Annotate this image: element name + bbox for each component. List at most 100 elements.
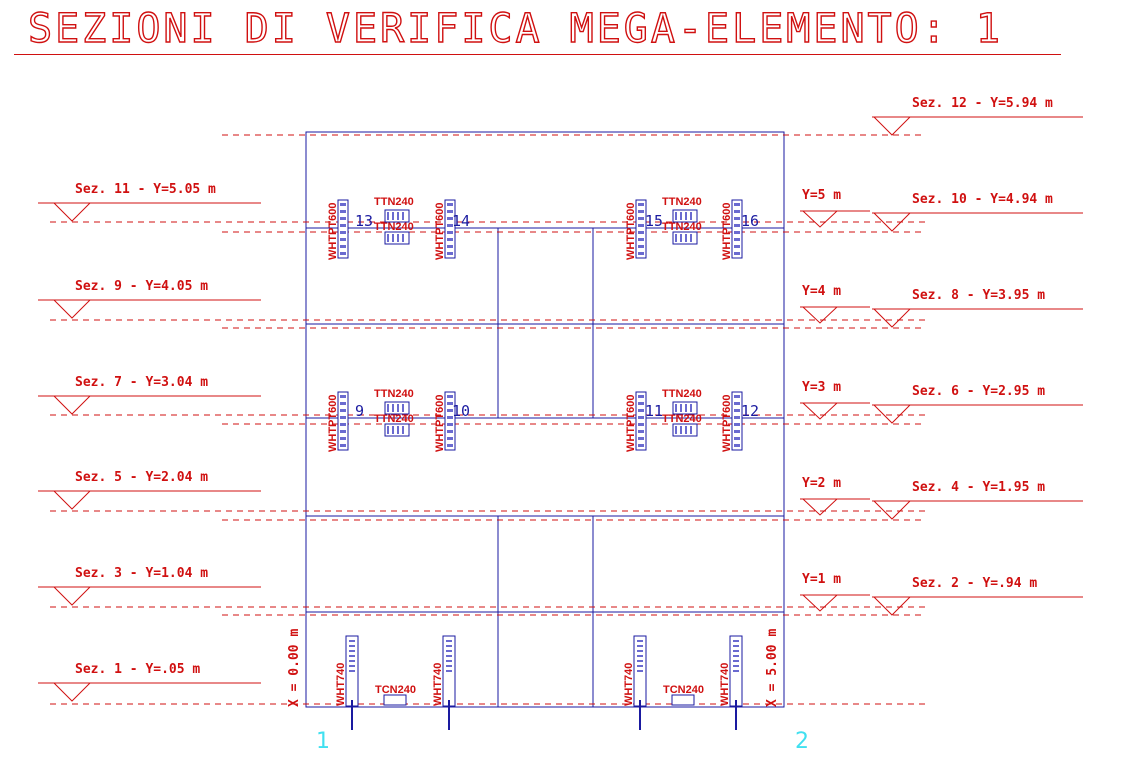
- node-number-16: 16: [741, 212, 759, 230]
- level-1-triangle-icon: [801, 594, 839, 612]
- hold-down-4-label: WHT740: [719, 663, 731, 706]
- hold-down-3-nail-row: [637, 655, 643, 657]
- floor5-whtpt-right-a-nail-row: [638, 238, 644, 241]
- floor3-whtpt-right-a-nail-row: [638, 395, 644, 398]
- section-6-marker-triangle-icon: [872, 404, 912, 424]
- hold-down-1-nail-row: [349, 645, 355, 647]
- section-label-6: Sez. 6 - Y=2.95 m: [912, 384, 1045, 399]
- hold-down-3-nail-row: [637, 665, 643, 667]
- section-5-marker-triangle-icon: [52, 490, 92, 510]
- level-label-4: Y=4 m: [802, 284, 841, 299]
- hold-down-3-label: WHT740: [623, 663, 635, 706]
- floor3-whtpt-left-a-nail-row: [340, 409, 346, 412]
- hold-down-2-nail-row: [446, 660, 452, 662]
- hold-down-1-nail-row: [349, 660, 355, 662]
- base-angle-left-body: [383, 694, 407, 706]
- hold-down-1-nail-row: [349, 640, 355, 642]
- floor5-whtpt-right-a-nail-row: [638, 210, 644, 213]
- floor3-whtpt-right-b-plate: [731, 391, 743, 451]
- floor3-whtpt-right-b-nail-row: [734, 444, 740, 447]
- floor3-whtpt-left-b-nail-row: [447, 430, 453, 433]
- floor3-whtpt-left-b-nail-row: [447, 437, 453, 440]
- section-label-7: Sez. 7 - Y=3.04 m: [75, 375, 208, 390]
- floor5-whtpt-left-a-nail-row: [340, 203, 346, 206]
- floor5-whtpt-left-a-nail-row: [340, 238, 346, 241]
- floor5-whtpt-right-b-nail-row: [734, 210, 740, 213]
- base-angle-right-body: [671, 694, 695, 706]
- section-9-marker-triangle-icon: [52, 299, 92, 319]
- floor5-whtpt-right-b-nail-row: [734, 224, 740, 227]
- hold-down-3-nail-row: [637, 670, 643, 672]
- floor5-whtpt-right-b-nail-row: [734, 203, 740, 206]
- hold-down-1-label: WHT740: [335, 663, 347, 706]
- floor5-whtpt-right-a-label: WHTPT600: [625, 203, 637, 260]
- floor5-whtpt-right-b-label: WHTPT600: [721, 203, 733, 260]
- level-label-3: Y=3 m: [802, 380, 841, 395]
- floor3-whtpt-right-a-label: WHTPT600: [625, 395, 637, 452]
- section-label-8: Sez. 8 - Y=3.95 m: [912, 288, 1045, 303]
- floor5-whtpt-left-a-plate: [337, 199, 349, 259]
- floor5-whtpt-left-b-nail-row: [447, 231, 453, 234]
- floor5-whtpt-left-b-nail-row: [447, 203, 453, 206]
- hold-down-3-nail-row: [637, 650, 643, 652]
- floor3-whtpt-right-b-nail-row: [734, 409, 740, 412]
- hold-down-2-nail-row: [446, 670, 452, 672]
- floor3-ttn-left-label-mid: TTN240: [374, 413, 414, 425]
- floor5-whtpt-right-b-nail-row: [734, 245, 740, 248]
- level-5-triangle-icon: [801, 210, 839, 228]
- level-label-1: Y=1 m: [802, 572, 841, 587]
- hold-down-4-nail-row: [733, 660, 739, 662]
- floor3-whtpt-left-a-nail-row: [340, 416, 346, 419]
- hold-down-2-nail-row: [446, 655, 452, 657]
- floor3-whtpt-right-a-nail-row: [638, 409, 644, 412]
- floor5-whtpt-left-b-label: WHTPT600: [434, 203, 446, 260]
- floor3-whtpt-right-a-plate: [635, 391, 647, 451]
- floor5-whtpt-left-a-nail-row: [340, 217, 346, 220]
- section-label-1: Sez. 1 - Y=.05 m: [75, 662, 200, 677]
- floor5-whtpt-left-a-nail-row: [340, 245, 346, 248]
- axis-label-x5: X = 5.00 m: [765, 629, 780, 707]
- floor5-ttn-left-label-top: TTN240: [374, 196, 414, 208]
- section-3-marker-triangle-icon: [52, 586, 92, 606]
- node-number-15: 15: [645, 212, 663, 230]
- level-label-5: Y=5 m: [802, 188, 841, 203]
- floor3-whtpt-right-b-nail-row: [734, 402, 740, 405]
- floor5-whtpt-right-b-nail-row: [734, 231, 740, 234]
- section-11-marker-triangle-icon: [52, 202, 92, 222]
- section-label-9: Sez. 9 - Y=4.05 m: [75, 279, 208, 294]
- floor5-whtpt-left-b-plate: [444, 199, 456, 259]
- level-label-2: Y=2 m: [802, 476, 841, 491]
- section-label-10: Sez. 10 - Y=4.94 m: [912, 192, 1053, 207]
- floor5-whtpt-right-a-nail-row: [638, 203, 644, 206]
- floor5-whtpt-right-a-plate: [635, 199, 647, 259]
- floor3-whtpt-right-b-nail-row: [734, 395, 740, 398]
- section-label-2: Sez. 2 - Y=.94 m: [912, 576, 1037, 591]
- section-label-4: Sez. 4 - Y=1.95 m: [912, 480, 1045, 495]
- hold-down-3-nail-row: [637, 645, 643, 647]
- node-number-14: 14: [452, 212, 470, 230]
- section-label-11: Sez. 11 - Y=5.05 m: [75, 182, 216, 197]
- floor3-whtpt-right-b-nail-row: [734, 416, 740, 419]
- node-number-11: 11: [645, 402, 663, 420]
- hold-down-1-nail-row: [349, 665, 355, 667]
- section-7-marker-triangle-icon: [52, 395, 92, 415]
- floor3-whtpt-right-a-nail-row: [638, 402, 644, 405]
- floor5-whtpt-right-a-nail-row: [638, 231, 644, 234]
- floor5-whtpt-right-a-nail-row: [638, 224, 644, 227]
- section-4-marker-triangle-icon: [872, 500, 912, 520]
- section-label-5: Sez. 5 - Y=2.04 m: [75, 470, 208, 485]
- section-10-marker-triangle-icon: [872, 212, 912, 232]
- floor3-whtpt-right-a-nail-row: [638, 430, 644, 433]
- floor5-whtpt-right-a-nail-row: [638, 252, 644, 255]
- floor5-whtpt-left-b-nail-row: [447, 217, 453, 220]
- section-2-marker-triangle-icon: [872, 596, 912, 616]
- section-label-12: Sez. 12 - Y=5.94 m: [912, 96, 1053, 111]
- hold-down-1-nail-row: [349, 655, 355, 657]
- floor5-whtpt-right-b-plate: [731, 199, 743, 259]
- floor5-ttn-left-label-mid: TTN240: [374, 221, 414, 233]
- node-number-9: 9: [355, 402, 364, 420]
- level-2-triangle-icon: [801, 498, 839, 516]
- floor3-whtpt-right-a-nail-row: [638, 437, 644, 440]
- floor3-whtpt-left-b-nail-row: [447, 409, 453, 412]
